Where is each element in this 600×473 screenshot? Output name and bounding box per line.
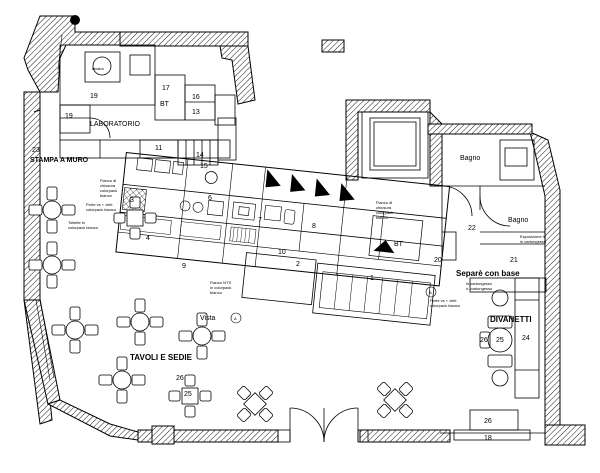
num-8: 8 [312, 223, 316, 230]
num-19b: 19 [65, 113, 73, 120]
top-left-rooms [59, 44, 237, 166]
note-expo-2: in cartongesso [520, 239, 547, 244]
label-tavoli-e-sedie: TAVOLI E SEDIE [130, 353, 193, 362]
num-17: 17 [162, 85, 170, 92]
num-26c: 26 [484, 418, 492, 425]
label-separe-con-base: Separè con base [456, 269, 520, 278]
num-15: 15 [200, 163, 208, 170]
note-porte-right-2: colorpack bianco [430, 303, 461, 308]
num-21: 21 [510, 257, 518, 264]
num-20: 20 [434, 257, 442, 264]
outer-walls [23, 15, 586, 446]
label-vista-mark: A [234, 316, 237, 321]
note-porte-right-1: Porte vs + vieti [430, 298, 456, 303]
note-fianco-top-2: chiusura [100, 183, 116, 188]
note-top-left-box: lavabo [92, 66, 105, 71]
note-expo-1: Esposizione h. [520, 234, 546, 239]
note-fianco-top-4: bianco [100, 193, 113, 198]
entrance-doors [277, 407, 369, 443]
note-porte-left-1: Porte vs + vieti [86, 202, 112, 207]
num-25b: 25 [184, 391, 192, 398]
num-16: 16 [192, 94, 200, 101]
marker-dot [70, 15, 80, 25]
booth-area [440, 277, 547, 441]
note-fianco-top-3: colorpack [100, 188, 117, 193]
note-toilette-2: colorpack bianco [68, 225, 99, 230]
table-10 [113, 196, 157, 240]
label-bagno-1: Bagno [460, 155, 480, 162]
table-3 [51, 306, 99, 354]
note-fianco-right-1: Fianco di [376, 200, 392, 205]
note-fianco-right-4: bianco [376, 215, 389, 220]
table-4 [116, 298, 164, 346]
label-bagno-2: Bagno [508, 217, 528, 224]
label-laboratorio: LABORATORIO [90, 121, 140, 128]
note-fianco-right-2: chiusura [376, 205, 392, 210]
label-bt-2: BT [394, 241, 404, 248]
num-9: 9 [182, 263, 186, 270]
note-fianco-bottom-2: in colorpack [210, 285, 231, 290]
label-bt-1: BT [160, 101, 170, 108]
num-2: 2 [296, 261, 300, 268]
label-vista: Vista [200, 315, 216, 322]
num-4: 4 [146, 235, 150, 242]
num-25a: 25 [496, 337, 504, 344]
label-section-b: B [429, 290, 432, 295]
num-14: 14 [196, 152, 204, 159]
num-6: 6 [208, 195, 212, 202]
num-10: 10 [278, 249, 286, 256]
num-26a: 26 [480, 337, 488, 344]
note-separe-1: in cartongesso [466, 281, 493, 286]
num-18: 18 [484, 435, 492, 442]
num-7: 7 [258, 217, 262, 224]
num-1: 1 [370, 275, 374, 282]
bathroom-area [361, 111, 545, 261]
table-9 [364, 369, 426, 431]
num-3: 3 [130, 197, 134, 204]
num-22: 22 [468, 225, 476, 232]
num-24: 24 [522, 335, 530, 342]
label-stampa-a-muro: STAMPA A MURO [30, 157, 89, 164]
label-divanetti: DIVANETTI [490, 315, 532, 324]
note-toilette-1: Toilette in [68, 220, 85, 225]
counter-zone [115, 151, 451, 326]
num-23: 23 [32, 147, 40, 154]
note-fianco-top-1: Fianco di [100, 178, 116, 183]
table-6 [98, 356, 146, 404]
section-b-marker [425, 286, 437, 298]
num-13: 13 [192, 109, 200, 116]
num-19a: 19 [90, 93, 98, 100]
num-11: 11 [155, 145, 162, 152]
note-fianco-bottom-1: Fianco NTS [210, 280, 231, 285]
note-porte-left-2: colorpack bianco [86, 207, 117, 212]
note-separe-2: h. cartongesso [466, 286, 493, 291]
note-fianco-bottom-3: bianco [210, 290, 223, 295]
note-fianco-right-3: colorpack [376, 210, 393, 215]
num-26b: 26 [176, 375, 184, 382]
table-8 [224, 373, 286, 435]
vista-marker [230, 312, 242, 324]
